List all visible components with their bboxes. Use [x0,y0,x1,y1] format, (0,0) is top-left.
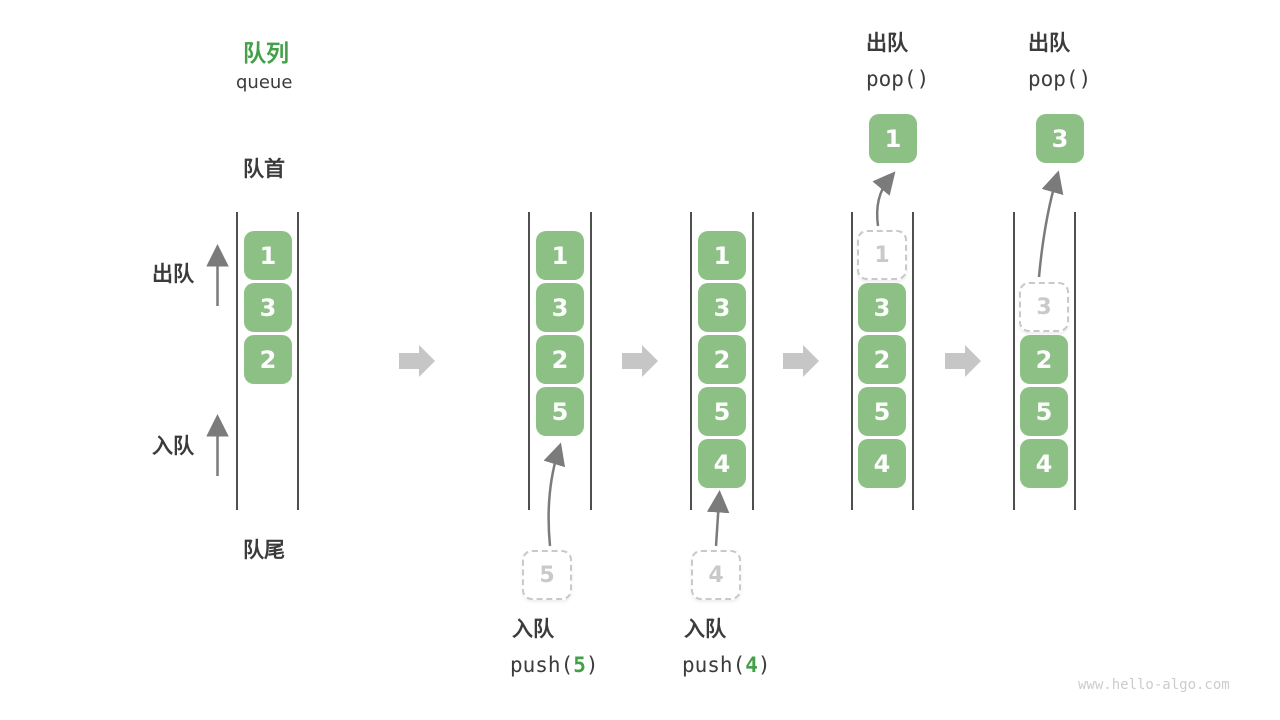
queue-box: 3 [536,283,584,332]
queue-box: 3 [858,283,906,332]
step-arrow-1-icon [399,345,435,377]
op-label-dequeue-2: 出队 [1028,31,1070,55]
watermark: www.hello-algo.com [1078,677,1230,693]
queue-box: 5 [698,387,746,436]
pop-3-arrow [1037,170,1064,278]
queue-box: 5 [1020,387,1068,436]
code-close: ) [585,653,599,677]
op-label-dequeue-1: 出队 [866,31,908,55]
column2-wall-left [528,212,530,510]
column3-wall-right [752,212,754,510]
op-label-enqueue-1: 入队 [512,617,554,641]
queue-box: 4 [698,439,746,488]
push-4-arrow [706,490,730,547]
column4-wall-left [851,212,853,510]
pending-box: 4 [691,550,741,600]
queue-box: 2 [698,335,746,384]
code-arg: 4 [745,653,758,677]
diagram-title-zh: 队列 [243,41,289,67]
queue-box: 5 [536,387,584,436]
op-code-push5: push(5) [510,655,599,676]
op-code-pop-1: pop() [866,67,930,91]
queue-box: 2 [1020,335,1068,384]
step-arrow-2-icon [622,345,658,377]
code-fn: push( [682,653,746,677]
pending-box: 5 [522,550,572,600]
code-fn: push( [510,653,574,677]
label-enqueue-left: 入队 [152,434,194,458]
queue-box: 5 [858,387,906,436]
queue-box: 2 [858,335,906,384]
queue-box: 1 [244,231,292,280]
op-label-enqueue-2: 入队 [684,617,726,641]
op-code-push4: push(4) [682,655,771,676]
diagram-title-en: queue [236,72,293,93]
column5-wall-right [1074,212,1076,510]
queue-box: 3 [244,283,292,332]
column5-wall-left [1013,212,1015,510]
queue-box: 3 [698,283,746,332]
queue-box: 1 [698,231,746,280]
label-dequeue-left: 出队 [152,262,194,286]
code-close: ) [757,653,771,677]
pop-1-arrow [872,171,896,227]
step-arrow-3-icon [783,345,819,377]
column1-wall-right [297,212,299,510]
op-code-pop-2: pop() [1028,67,1092,91]
removed-box: 3 [1019,282,1069,332]
queue-box: 4 [858,439,906,488]
column3-wall-left [690,212,692,510]
queue-box: 1 [536,231,584,280]
step-arrow-4-icon [945,345,981,377]
push-5-arrow [543,442,566,547]
removed-box: 1 [857,230,907,280]
queue-box: 2 [536,335,584,384]
column1-wall-left [236,212,238,510]
popped-box: 3 [1036,114,1084,163]
queue-box: 4 [1020,439,1068,488]
column4-wall-right [912,212,914,510]
column2-wall-right [590,212,592,510]
label-queue-front: 队首 [243,157,285,181]
label-queue-rear: 队尾 [243,538,285,562]
queue-box: 2 [244,335,292,384]
popped-box: 1 [869,114,917,163]
code-arg: 5 [573,653,586,677]
